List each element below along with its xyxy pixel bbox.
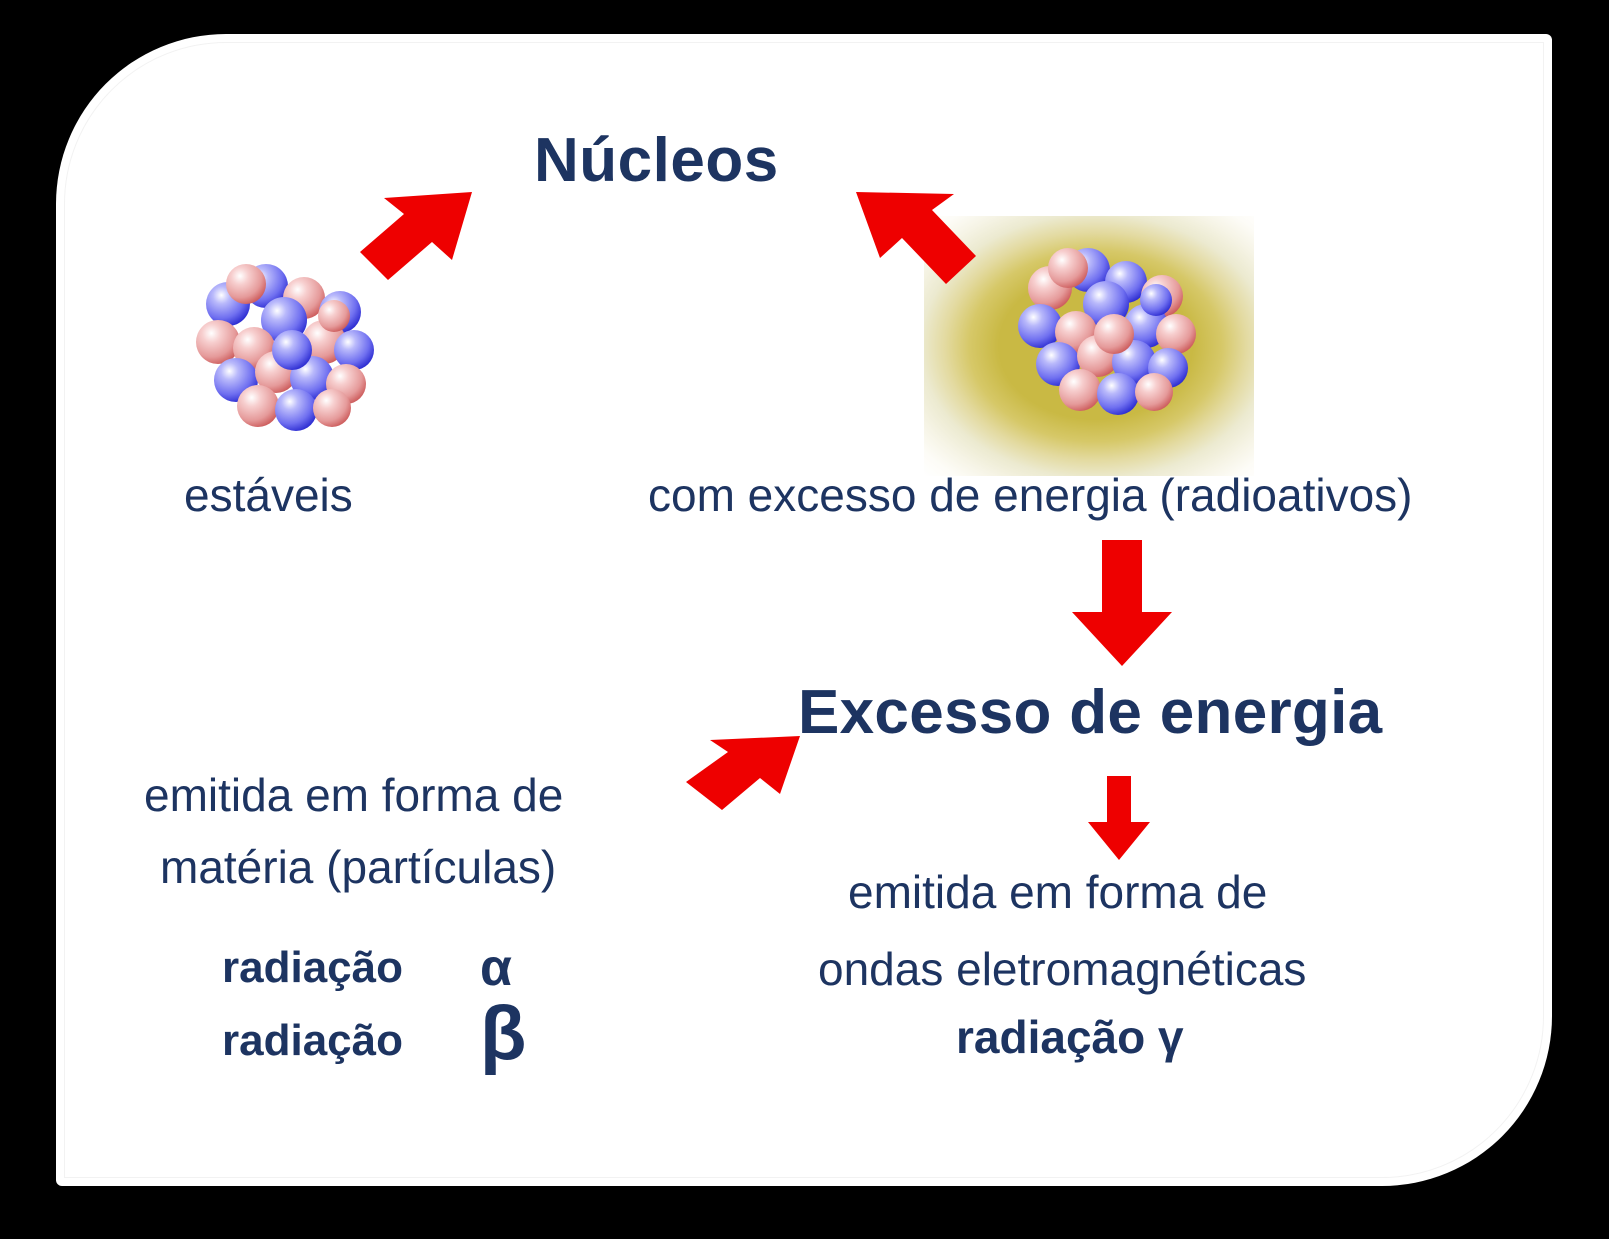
nucleus-radioactive-icon — [1018, 248, 1196, 415]
content-panel: Núcleos — [56, 34, 1552, 1186]
radiation-beta-symbol: β — [480, 991, 527, 1076]
diagram-title: Núcleos — [534, 126, 779, 195]
arrow-down-big-icon — [1072, 540, 1172, 666]
matter-branch-line2: matéria (partículas) — [160, 841, 557, 893]
arrow-to-stable-icon — [360, 192, 472, 280]
nucleus-radioactive-group — [924, 216, 1254, 476]
radiation-beta-label: radiação — [222, 1016, 403, 1065]
wave-branch-line2: ondas eletromagnéticas — [818, 943, 1307, 995]
arrow-to-matter-icon — [686, 736, 800, 810]
label-stable-nuclei: estáveis — [184, 469, 353, 521]
radiation-alpha-symbol: α — [480, 939, 512, 997]
nucleus-stable-icon — [196, 264, 374, 431]
label-radioactive-nuclei: com excesso de energia (radioativos) — [648, 469, 1413, 521]
arrow-down-small-icon — [1088, 776, 1150, 860]
radiation-alpha-label: radiação — [222, 943, 403, 992]
panel-inner-border — [64, 42, 1544, 1178]
arrow-to-radioactive-icon — [856, 192, 976, 284]
radiation-gamma-label: radiação γ — [956, 1011, 1184, 1063]
heading-excess-energy: Excesso de energia — [798, 678, 1383, 747]
wave-branch-line1: emitida em forma de — [848, 866, 1268, 918]
matter-branch-line1: emitida em forma de — [144, 769, 564, 821]
